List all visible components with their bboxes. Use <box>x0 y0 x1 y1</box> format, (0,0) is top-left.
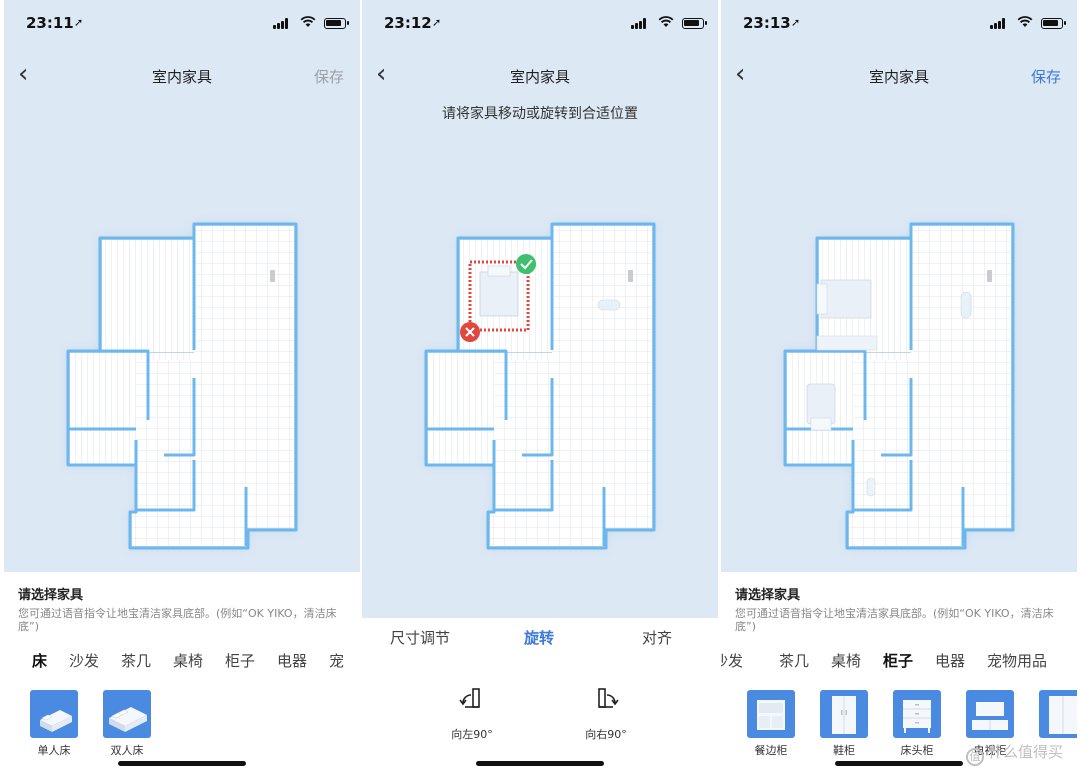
phone-screen-3: 23:13 ➚ ‹ 室内家具 保存 请选择家具 您可通过语音指令让地宝清洁家具底… <box>721 0 1077 776</box>
category-tab-pet[interactable]: 宠 <box>329 652 345 670</box>
rotate-right-icon <box>591 686 621 714</box>
back-button[interactable]: ‹ <box>735 59 746 89</box>
category-tab-cabinet[interactable]: 柜子 <box>225 652 256 670</box>
phone-screen-1: 23:11 ➚ ‹ 室内家具 保存 请选择家具 您可通过语音指令让地宝清洁家具底… <box>4 0 360 776</box>
furniture-item-single-bed[interactable]: 单人床 <box>24 690 84 758</box>
cellular-signal-icon <box>631 18 648 29</box>
tab-size-adjust[interactable]: 尺寸调节 <box>390 629 451 647</box>
home-indicator[interactable] <box>835 761 963 766</box>
tab-rotate[interactable]: 旋转 <box>524 629 555 647</box>
battery-icon <box>1041 18 1066 29</box>
watermark-text: 什么值得买 <box>987 743 1063 761</box>
status-bar: 23:12 ➚ <box>362 14 718 38</box>
status-time: 23:12 <box>384 14 432 32</box>
panel-title: 请选择家具 <box>18 588 84 603</box>
category-tab-appliance[interactable]: 电器 <box>935 652 966 670</box>
placed-furniture[interactable] <box>806 279 972 497</box>
wifi-icon <box>658 15 674 32</box>
furniture-item-label: 床头柜 <box>900 744 934 757</box>
furniture-list: 单人床 双人床 <box>4 690 360 760</box>
sideboard-icon <box>747 690 795 738</box>
cellular-signal-icon <box>273 18 290 29</box>
cellular-signal-icon <box>990 18 1007 29</box>
home-indicator[interactable] <box>476 761 604 766</box>
furniture-item-sideboard[interactable]: 餐边柜 <box>741 690 801 758</box>
status-time: 23:11 <box>26 14 74 32</box>
furniture-item-shoe-cabinet[interactable]: 鞋柜 <box>814 690 874 758</box>
single-bed-icon <box>30 690 78 738</box>
phone-screen-2: 23:12 ➚ ‹ 室内家具 请将家具移动或旋转到合适位置 尺寸调节 旋转 对齐… <box>362 0 718 776</box>
panel-title: 请选择家具 <box>735 588 801 603</box>
watermark: 值什么值得买 <box>965 741 1063 766</box>
selection-frame[interactable] <box>468 260 530 332</box>
save-button[interactable]: 保存 <box>1030 68 1061 86</box>
confirm-icon[interactable] <box>516 254 536 274</box>
page-title: 室内家具 <box>151 68 212 86</box>
battery-icon <box>682 18 707 29</box>
rotate-right-button[interactable]: 向右90° <box>576 686 636 742</box>
back-button[interactable]: ‹ <box>18 59 29 89</box>
category-tab-sofa[interactable]: 沙发 <box>721 652 744 670</box>
furniture-item-label: 鞋柜 <box>833 744 855 757</box>
back-button[interactable]: ‹ <box>376 59 387 89</box>
rotate-left-icon <box>457 686 487 714</box>
delete-icon[interactable] <box>460 322 480 342</box>
furniture-item-tv-cabinet[interactable]: 电视柜 <box>960 690 1020 758</box>
location-arrow-icon: ➚ <box>74 16 84 29</box>
location-arrow-icon: ➚ <box>791 16 801 29</box>
furniture-item-nightstand[interactable]: 床头柜 <box>887 690 947 758</box>
status-bar: 23:13 ➚ <box>721 14 1077 38</box>
panel-description: 您可通过语音指令让地宝清洁家具底部。(例如“OK YIKO，清洁床底”) <box>735 607 1054 633</box>
status-time: 23:13 <box>743 14 791 32</box>
watermark-logo-icon: 值 <box>965 748 984 766</box>
rotate-left-label: 向左90° <box>451 728 493 741</box>
selected-bed[interactable] <box>479 271 519 317</box>
furniture-list: 餐边柜 鞋柜 床头柜 电视柜 <box>721 690 1077 760</box>
category-tab-sofa[interactable]: 沙发 <box>69 652 100 670</box>
category-tabs: 沙发 茶几 桌椅 柜子 电器 宠物用品 <box>721 650 1077 674</box>
category-tab-bed[interactable]: 床 <box>32 652 48 670</box>
category-tab-table-chair[interactable]: 桌椅 <box>173 652 204 670</box>
tv-cabinet-icon <box>966 690 1014 738</box>
furniture-item-label: 双人床 <box>110 744 144 757</box>
category-tab-appliance[interactable]: 电器 <box>277 652 308 670</box>
home-indicator[interactable] <box>118 761 246 766</box>
page-title: 室内家具 <box>509 68 570 86</box>
instruction-hint: 请将家具移动或旋转到合适位置 <box>442 106 638 122</box>
battery-icon <box>324 18 349 29</box>
edit-mode-tabs: 尺寸调节 旋转 对齐 <box>362 627 718 651</box>
rotate-left-button[interactable]: 向左90° <box>442 686 502 742</box>
wardrobe-icon <box>1039 690 1077 738</box>
save-button[interactable]: 保存 <box>313 68 344 86</box>
rotate-right-label: 向右90° <box>585 728 627 741</box>
category-tab-cabinet[interactable]: 柜子 <box>883 652 914 670</box>
wifi-icon <box>1017 15 1033 32</box>
furniture-item-double-bed[interactable]: 双人床 <box>97 690 157 758</box>
placed-furniture[interactable] <box>597 299 621 311</box>
category-tabs: 床 沙发 茶几 桌椅 柜子 电器 宠 <box>4 650 360 674</box>
floor-plan-map <box>362 0 718 618</box>
tab-align[interactable]: 对齐 <box>642 629 673 647</box>
category-tab-coffee-table[interactable]: 茶几 <box>121 652 152 670</box>
panel-description: 您可通过语音指令让地宝清洁家具底部。(例如“OK YIKO，清洁床底”) <box>18 607 337 633</box>
category-tab-pet-supplies[interactable]: 宠物用品 <box>987 652 1048 670</box>
furniture-item-label: 餐边柜 <box>754 744 788 757</box>
page-title: 室内家具 <box>868 68 929 86</box>
category-tab-table-chair[interactable]: 桌椅 <box>831 652 862 670</box>
furniture-item-label: 单人床 <box>37 744 71 757</box>
location-arrow-icon: ➚ <box>432 16 442 29</box>
nightstand-icon <box>893 690 941 738</box>
double-bed-icon <box>103 690 151 738</box>
category-tab-coffee-table[interactable]: 茶几 <box>779 652 810 670</box>
bed-pillow-shape <box>487 265 511 277</box>
floor-plan-map <box>721 0 1077 572</box>
wifi-icon <box>300 15 316 32</box>
furniture-item-wardrobe[interactable] <box>1033 690 1077 742</box>
shoe-cabinet-icon <box>820 690 868 738</box>
status-bar: 23:11 ➚ <box>4 14 360 38</box>
